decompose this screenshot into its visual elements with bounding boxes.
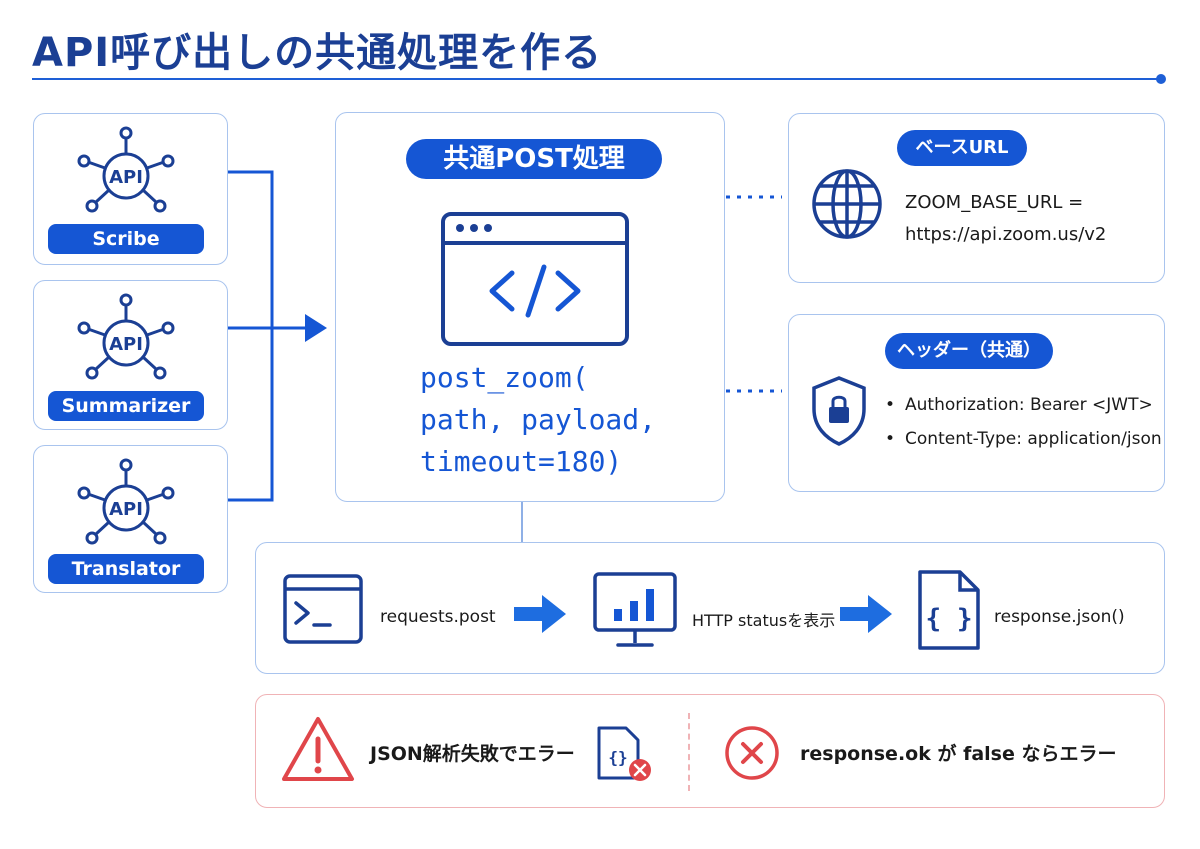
flow-step-requests-post: requests.post <box>380 607 496 627</box>
service-label-scribe: Scribe <box>48 224 204 254</box>
service-label-summarizer: Summarizer <box>48 391 204 421</box>
headers-list: Authorization: Bearer <JWT> Content-Type… <box>885 395 1162 463</box>
request-flow-box: requests.post HTTP statusを表示 { } respons… <box>255 542 1165 674</box>
common-post-heading: 共通POST処理 <box>406 139 662 179</box>
common-post-box: 共通POST処理 post_zoom( path, payload, timeo… <box>335 112 725 502</box>
flow-step-http-status: HTTP statusを表示 <box>692 611 836 630</box>
terminal-icon <box>283 574 363 644</box>
base-url-line-2: https://api.zoom.us/v2 <box>905 224 1107 245</box>
base-url-heading: ベースURL <box>897 130 1027 166</box>
error-circle-x-icon <box>725 726 779 780</box>
page-title: API呼び出しの共通処理を作る <box>32 30 603 76</box>
svg-text:API: API <box>109 499 143 520</box>
warning-triangle-icon <box>282 717 354 781</box>
monitor-chart-icon <box>593 572 677 647</box>
service-box-translator: API Translator <box>33 445 228 593</box>
header-item-authorization: Authorization: Bearer <JWT> <box>885 395 1162 415</box>
json-file-icon: { } <box>918 570 980 650</box>
arrow-right-icon <box>840 595 892 633</box>
api-network-icon: API <box>77 458 175 545</box>
base-url-box: ベースURL ZOOM_BASE_URL = https://api.zoom.… <box>788 113 1165 283</box>
error-json-parse: JSON解析失敗でエラー <box>370 743 575 765</box>
title-underline <box>32 78 1160 80</box>
error-divider <box>688 713 690 791</box>
error-conditions-box: JSON解析失敗でエラー {} response.ok が false ならエラ… <box>255 694 1165 808</box>
service-label-translator: Translator <box>48 554 204 584</box>
shield-lock-icon <box>812 376 866 446</box>
svg-text:{ }: { } <box>926 604 973 634</box>
code-line-1: post_zoom( <box>420 361 589 394</box>
arrow-right-icon <box>514 595 566 633</box>
header-item-content-type: Content-Type: application/json <box>885 429 1162 449</box>
api-network-icon: API <box>77 293 175 380</box>
code-window-icon <box>441 212 629 346</box>
service-bracket-line <box>228 170 274 502</box>
title-underline-dot <box>1156 74 1166 84</box>
service-box-summarizer: API Summarizer <box>33 280 228 430</box>
json-error-file-icon: {} <box>597 726 651 781</box>
flow-step-response-json: response.json() <box>994 607 1125 627</box>
api-network-icon: API <box>77 126 175 213</box>
svg-text:API: API <box>109 167 143 188</box>
service-box-scribe: API Scribe <box>33 113 228 265</box>
svg-text:API: API <box>109 334 143 355</box>
base-url-line-1: ZOOM_BASE_URL = <box>905 192 1084 213</box>
arrow-to-post-icon <box>305 314 327 342</box>
svg-text:{}: {} <box>608 748 627 767</box>
code-line-2: path, payload, <box>420 403 657 436</box>
headers-heading: ヘッダー（共通） <box>885 333 1053 369</box>
error-response-not-ok: response.ok が false ならエラー <box>800 743 1117 765</box>
headers-box: ヘッダー（共通） Authorization: Bearer <JWT> Con… <box>788 314 1165 492</box>
code-line-3: timeout=180) <box>420 445 623 478</box>
globe-icon <box>812 169 882 239</box>
